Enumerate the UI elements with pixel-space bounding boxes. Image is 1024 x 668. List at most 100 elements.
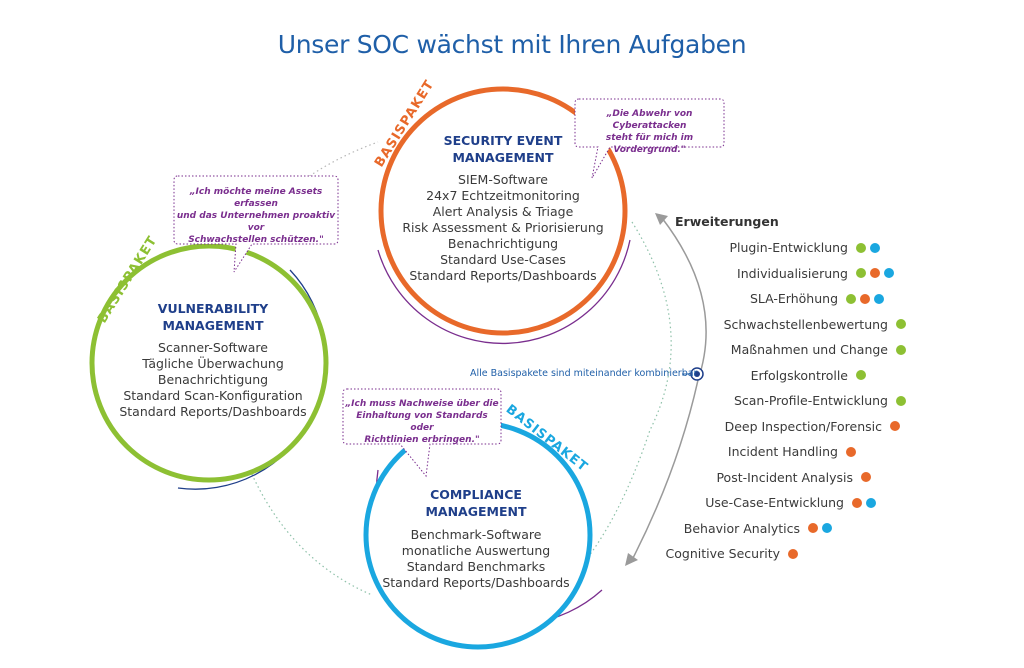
quote-line: „Die Abwehr von Cyberattacken (606, 109, 693, 131)
compliance-title: COMPLIANCE MANAGEMENT (376, 486, 576, 520)
blue-dot-icon (870, 242, 880, 253)
extension-label: Deep Inspection/Forensic (724, 418, 882, 434)
list-item: Benachrichtigung (447, 236, 559, 251)
extension-dots (842, 446, 856, 457)
orange-dot-icon (852, 497, 862, 508)
list-item: SIEM-Software (458, 172, 548, 187)
extension-label: Post-Incident Analysis (716, 469, 853, 485)
quote-line: und das Unternehmen proaktiv vor (176, 211, 336, 233)
extension-dots (857, 472, 871, 482)
extension-dots (852, 268, 894, 278)
extension-label: Maßnahmen und Change (730, 342, 888, 357)
compliance-title-line2: MANAGEMENT (425, 504, 527, 519)
blue-dot-icon (874, 293, 884, 304)
extension-dots (892, 395, 906, 406)
extension-item: Plugin-Entwicklung (729, 240, 880, 255)
orange-dot-icon (861, 472, 871, 482)
vuln-quote: „Ich möchte meine Assets erfassen und da… (176, 186, 336, 246)
green-dot-icon (896, 319, 906, 329)
extension-dots (804, 523, 832, 533)
blue-dot-icon (866, 497, 876, 508)
extension-label: Individualisierung (737, 265, 848, 281)
list-item: Standard Reports/Dashboards (382, 575, 570, 590)
extension-label: Plugin-Entwicklung (729, 240, 848, 255)
extension-item: Incident Handling (728, 444, 856, 459)
extension-item: Behavior Analytics (684, 521, 832, 536)
extension-label: Scan-Profile-Entwicklung (733, 393, 888, 408)
extension-dots (852, 370, 866, 380)
green-dot-icon (896, 395, 906, 406)
extension-label: Erfolgskontrolle (750, 367, 848, 383)
quote-line: „Ich muss Nachweise über die (345, 399, 499, 409)
list-item: Standard Scan-Konfiguration (123, 388, 303, 403)
orange-dot-icon (788, 548, 798, 559)
list-item: Alert Analysis & Triage (432, 204, 574, 219)
siem-quote: „Die Abwehr von Cyberattacken steht für … (577, 108, 722, 156)
extension-dots (784, 548, 798, 559)
compliance-items: Benchmark-Software monatliche Auswertung… (356, 527, 596, 591)
extension-label: Incident Handling (727, 444, 838, 459)
list-item: Benchmark-Software (410, 527, 542, 542)
extension-item: Scan-Profile-Entwicklung (734, 393, 906, 408)
extension-label: Behavior Analytics (683, 520, 800, 536)
extension-label: SLA-Erhöhung (749, 291, 838, 306)
siem-items: SIEM-Software 24x7 Echtzeitmonitoring Al… (383, 172, 623, 284)
connector-vuln-compliance (249, 469, 373, 596)
quote-line: steht für mich im Vordergrund." (605, 133, 694, 155)
extension-item: SLA-Erhöhung (750, 291, 884, 306)
extension-item: Schwachstellenbewertung (724, 317, 906, 332)
list-item: Risk Assessment & Priorisierung (402, 220, 604, 235)
blue-dot-icon (884, 268, 894, 278)
extension-dots (852, 242, 880, 253)
siem-title-line1: SECURITY EVENT (443, 133, 563, 148)
extension-dots (892, 319, 906, 329)
siem-circle (378, 86, 628, 336)
list-item: Standard Benchmarks (406, 559, 546, 574)
compliance-title-line1: COMPLIANCE (430, 487, 522, 502)
siem-title: SECURITY EVENT MANAGEMENT (403, 132, 603, 166)
list-item: Standard Reports/Dashboards (119, 404, 307, 419)
green-dot-icon (856, 268, 866, 278)
orange-dot-icon (870, 268, 880, 278)
extension-label: Use-Case-Entwicklung (705, 495, 844, 510)
green-dot-icon (846, 293, 856, 304)
vuln-items: Scanner-Software Tägliche Überwachung Be… (93, 340, 333, 420)
vuln-title-line1: VULNERABILITY (157, 301, 269, 316)
extension-item: Post-Incident Analysis (716, 470, 871, 485)
extension-label: Schwachstellenbewertung (723, 316, 888, 332)
list-item: 24x7 Echtzeitmonitoring (426, 188, 580, 203)
extension-item: Individualisierung (737, 266, 894, 281)
extension-label: Cognitive Security (665, 546, 780, 561)
quote-line: „Ich möchte meine Assets erfassen (189, 187, 323, 209)
list-item: Standard Reports/Dashboards (409, 268, 597, 283)
orange-dot-icon (808, 523, 818, 533)
arrow-up-icon (655, 213, 668, 225)
orange-dot-icon (846, 446, 856, 457)
quote-line: Einhaltung von Standards oder (356, 411, 488, 433)
combine-node-inner (694, 371, 700, 377)
orange-dot-icon (860, 293, 870, 304)
extension-item: Maßnahmen und Change (731, 342, 906, 357)
compliance-quote: „Ich muss Nachweise über die Einhaltung … (345, 398, 499, 446)
extension-dots (848, 497, 876, 508)
siem-title-line2: MANAGEMENT (452, 150, 554, 165)
vuln-circle (89, 243, 329, 483)
list-item: monatliche Auswertung (401, 543, 551, 558)
green-dot-icon (896, 344, 906, 355)
extension-dots (886, 421, 900, 431)
green-dot-icon (856, 370, 866, 380)
page-title: Unser SOC wächst mit Ihren Aufgaben (277, 30, 747, 59)
quote-line: Richtlinien erbringen." (364, 435, 480, 445)
orange-dot-icon (890, 421, 900, 431)
extension-item: Cognitive Security (666, 546, 798, 561)
compliance-quote-bubble (342, 388, 502, 478)
siem-quote-bubble (574, 98, 725, 179)
list-item: Standard Use-Cases (440, 252, 566, 267)
extensions-title: Erweiterungen (675, 214, 779, 229)
connector-siem-compliance (577, 221, 672, 571)
vuln-quote-bubble (173, 175, 339, 273)
list-item: Scanner-Software (158, 340, 268, 355)
arrow-down-icon (625, 553, 638, 566)
extension-item: Use-Case-Entwicklung (705, 495, 876, 510)
